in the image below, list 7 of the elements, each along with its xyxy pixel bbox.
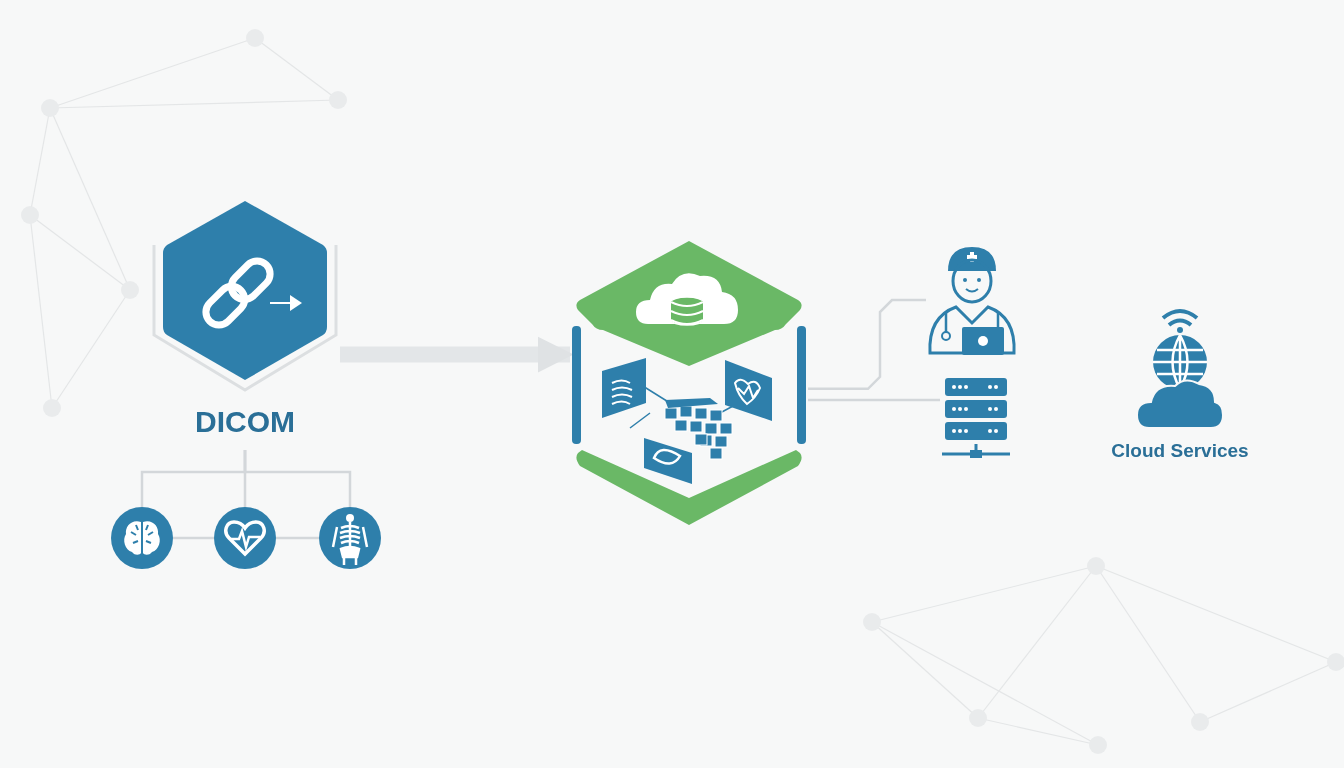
service-label: Cloud Services <box>1110 440 1250 462</box>
standard-name: DICOM <box>194 405 296 439</box>
arrow <box>340 336 574 373</box>
connector-line <box>808 298 926 391</box>
connector-line <box>173 536 214 540</box>
connector-line <box>276 536 319 540</box>
connector-line <box>808 398 940 402</box>
